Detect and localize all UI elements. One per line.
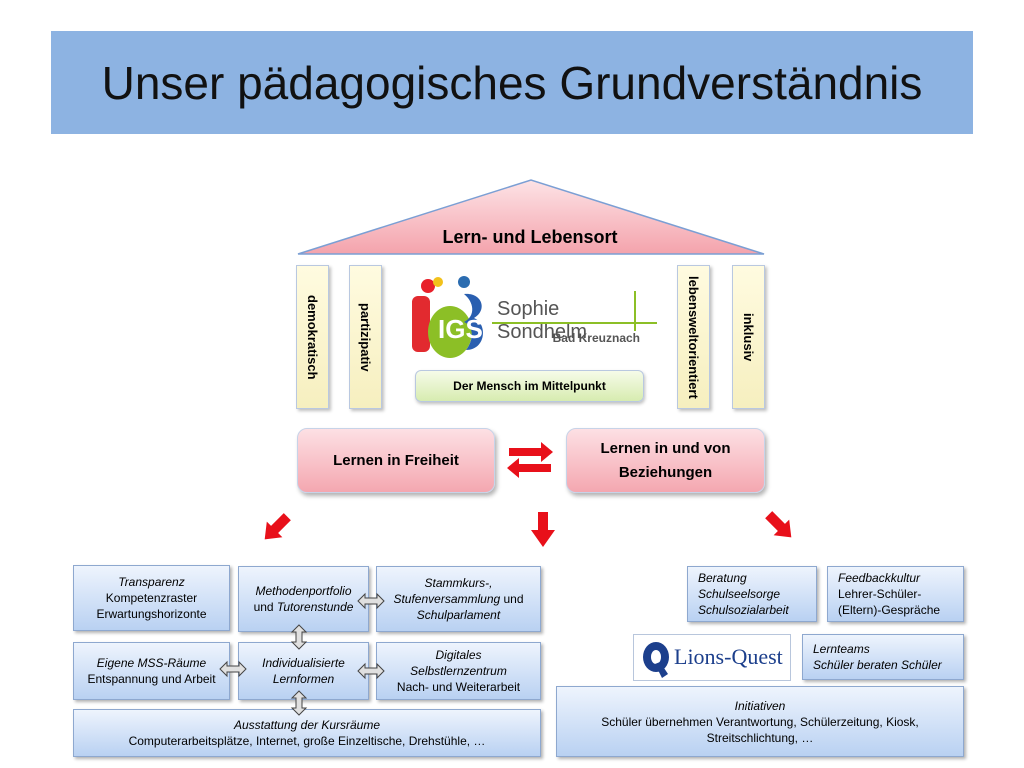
roof	[297, 179, 765, 255]
text-line: und	[500, 592, 524, 606]
text-line: Entspannung und Arbeit	[87, 672, 216, 686]
text-line: Feedbackkultur	[838, 571, 921, 585]
lernen-in-freiheit-box: Lernen in Freiheit	[297, 428, 495, 493]
down-right-arrow-icon	[765, 511, 792, 538]
text-line: Stammkurs-,	[424, 576, 493, 590]
text-line: Lernteams	[813, 642, 870, 656]
pillar-label: demokratisch	[305, 294, 320, 380]
text-line: Kompetenzraster	[105, 591, 198, 605]
mensch-im-mittelpunkt: Der Mensch im Mittelpunkt	[415, 370, 644, 402]
pillar-lebensweltorientiert: lebensweltorientiert	[677, 265, 710, 409]
text-line: Stufenversammlung	[393, 592, 501, 606]
text-line: Lernformen	[272, 672, 335, 686]
box-methodenportfolio: Methodenportfolio und Tutorenstunde	[238, 566, 369, 632]
pillar-inklusiv: inklusiv	[732, 265, 765, 409]
text-line: Schulparlament	[416, 608, 501, 622]
box-mss-raeume: Eigene MSS-Räume Entspannung und Arbeit	[73, 642, 230, 700]
text-line: Digitales	[435, 648, 482, 662]
box-selbstlernzentrum: Digitales Selbstlernzentrum Nach- und We…	[376, 642, 541, 700]
text-line: Schüler beraten Schüler	[813, 658, 942, 672]
pillar-label: inklusiv	[741, 312, 756, 362]
pillar-label: lebensweltorientiert	[686, 275, 701, 399]
text-line: und	[253, 600, 277, 614]
lions-quest-text: Lions-Quest	[674, 644, 783, 669]
text-line: Ausstattung der Kursräume	[233, 718, 381, 732]
logo-name: Sophie Sondhelm	[497, 298, 588, 343]
text-line: Schüler übernehmen Verantwortung, Schüle…	[601, 714, 919, 729]
text-line: Schulsozialarbeit	[698, 603, 789, 617]
logo-crosshair	[492, 291, 657, 331]
pillar-partizipativ: partizipativ	[349, 265, 382, 409]
text-line: Schulseelsorge	[698, 587, 781, 601]
text-line: (Eltern)-Gespräche	[838, 603, 941, 617]
text-line: Lehrer-Schüler-	[838, 587, 922, 601]
text-line: Initiativen	[734, 698, 786, 713]
lernen-in-beziehungen-box: Lernen in und von Beziehungen	[566, 428, 765, 493]
pillar-label: partizipativ	[358, 302, 373, 372]
igs-letters: IGS	[438, 314, 483, 344]
down-arrow-icon	[531, 512, 555, 547]
double-arrow-icon	[219, 660, 247, 678]
text-line: Transparenz	[118, 575, 185, 589]
double-arrow-icon	[357, 662, 385, 680]
lions-quest-q-icon	[643, 642, 669, 678]
text-line: Individualisierte	[262, 656, 345, 670]
box-beratung: Beratung Schulseelsorge Schulsozialarbei…	[687, 566, 817, 622]
box-ausstattung: Ausstattung der Kursräume Computerarbeit…	[73, 709, 541, 757]
exchange-arrows-icon	[507, 442, 553, 478]
double-arrow-icon	[357, 592, 385, 610]
title-bar	[51, 31, 973, 134]
box-individualisierte-lernformen: Individualisierte Lernformen	[238, 642, 369, 700]
box-lernteams: Lernteams Schüler beraten Schüler	[802, 634, 964, 680]
text-line: Computerarbeitsplätze, Internet, große E…	[128, 734, 486, 748]
beziehungen-line1: Lernen in und von	[600, 439, 731, 457]
text-line: Streitschlichtung, …	[706, 730, 814, 745]
beziehungen-line2: Beziehungen	[618, 463, 713, 481]
page-title: Unser pädagogisches Grundverständnis	[101, 56, 923, 109]
down-left-arrow-icon	[264, 513, 291, 540]
double-arrow-vertical-icon	[290, 690, 308, 716]
box-stammkurs: Stammkurs-, Stufenversammlung und Schulp…	[376, 566, 541, 632]
text-line: Nach- und Weiterarbeit	[396, 680, 521, 694]
text-line: Methodenportfolio	[255, 584, 352, 598]
text-line: Selbstlernzentrum	[410, 664, 507, 678]
box-initiativen: Initiativen Schüler übernehmen Verantwor…	[556, 686, 964, 757]
text-line: Beratung	[698, 571, 747, 585]
lions-quest-logo: Lions-Quest	[633, 634, 791, 681]
roof-label: Lern- und Lebensort	[442, 226, 618, 247]
box-feedbackkultur: Feedbackkultur Lehrer-Schüler- (Eltern)-…	[827, 566, 964, 622]
text-line: Erwartungshorizonte	[96, 607, 207, 621]
igs-logo: IGS	[412, 276, 484, 358]
logo-place: Bad Kreuznach	[552, 331, 640, 345]
double-arrow-vertical-icon	[290, 624, 308, 650]
box-transparenz: Transparenz Kompetenzraster Erwartungsho…	[73, 565, 230, 631]
pillar-demokratisch: demokratisch	[296, 265, 329, 409]
text-line: Eigene MSS-Räume	[96, 656, 207, 670]
text-line: Tutorenstunde	[276, 600, 354, 614]
